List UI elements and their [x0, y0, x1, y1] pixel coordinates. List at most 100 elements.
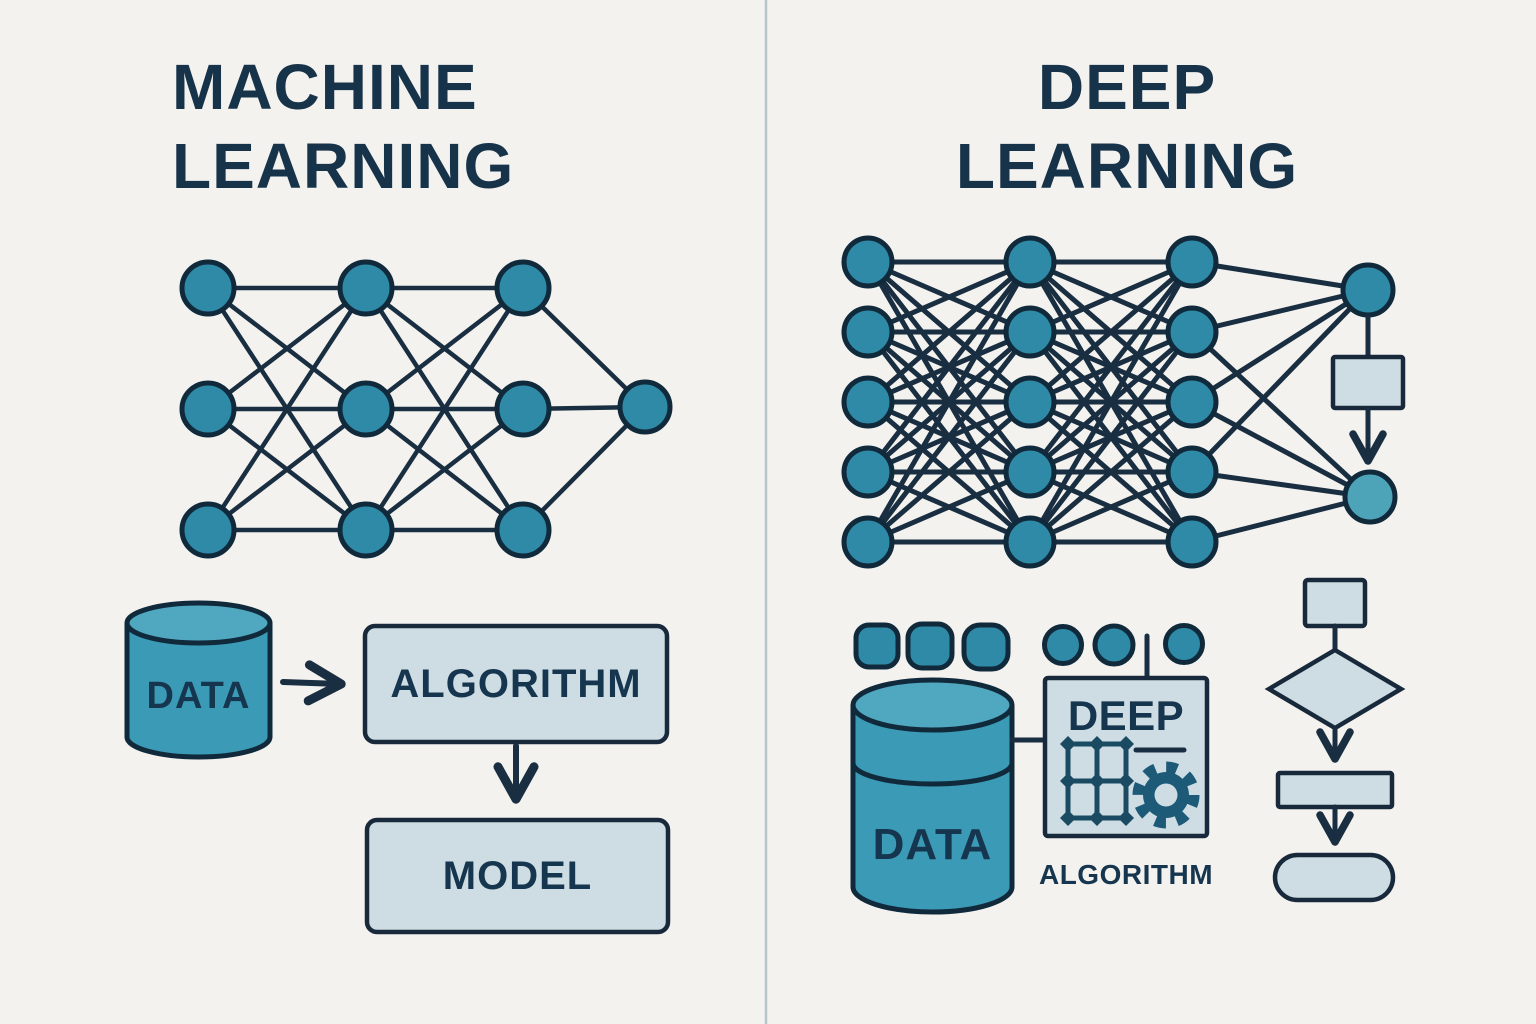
ml-arrow-data-to-algorithm — [280, 660, 346, 706]
network-edge — [1189, 287, 1371, 335]
ml-algorithm-box — [362, 623, 670, 745]
flowchart-diamond — [1264, 647, 1406, 731]
cylinder-seam — [850, 762, 1015, 787]
title-line-1: DEEP — [1037, 51, 1217, 123]
grid-node-diamond — [1060, 810, 1076, 826]
network-edge — [865, 259, 1033, 335]
network-edge — [1189, 259, 1371, 293]
network-edge — [1027, 469, 1195, 545]
network-node — [179, 380, 237, 438]
gear-icon — [1132, 761, 1200, 829]
network-edge — [865, 399, 1033, 545]
ml-model-box — [364, 817, 671, 935]
small-node-4 — [1042, 624, 1084, 666]
ml-data-label: DATA — [146, 674, 251, 717]
network-node — [1165, 515, 1219, 569]
dl-output-node-bottom — [1342, 469, 1398, 525]
network-edge — [1189, 329, 1373, 500]
network-edge — [1189, 399, 1373, 500]
network-edge — [1027, 259, 1195, 545]
dl-flowchart — [1264, 577, 1406, 903]
network-edge — [205, 406, 369, 533]
cylinder-body — [850, 705, 1015, 915]
network-node — [841, 515, 895, 569]
network-edge — [1189, 469, 1373, 500]
ml-network-nodes — [179, 259, 552, 559]
network-node — [1003, 305, 1057, 359]
dl-network-nodes — [841, 235, 1219, 569]
flowchart-pill — [1272, 852, 1396, 903]
ml-output-node — [617, 379, 673, 435]
grid-node-diamond — [1118, 810, 1134, 826]
network-edge — [363, 285, 526, 533]
network-edge — [363, 285, 526, 412]
dl-data-cylinder — [850, 677, 1015, 915]
small-node-3 — [961, 622, 1011, 672]
cylinder-top — [124, 600, 273, 646]
network-node — [494, 380, 552, 438]
network-edge — [865, 259, 1033, 545]
ml-data-cylinder — [124, 600, 273, 760]
network-node — [337, 501, 395, 559]
gear-hole — [1154, 783, 1178, 807]
network-edge — [1189, 287, 1371, 405]
network-grid-icon — [1060, 736, 1134, 826]
machine-learning-title: MACHINE LEARNING — [172, 48, 514, 206]
small-node-5 — [1092, 623, 1136, 667]
grid-node-diamond — [1089, 736, 1105, 752]
network-edge — [520, 404, 648, 533]
gear-teeth — [1132, 761, 1200, 829]
grid-node-diamond — [1118, 773, 1134, 789]
grid-node-diamond — [1089, 810, 1105, 826]
network-edge — [1027, 259, 1195, 405]
network-node — [1165, 445, 1219, 499]
network-node — [841, 445, 895, 499]
network-node — [494, 501, 552, 559]
flowchart-square — [1302, 577, 1368, 629]
network-node — [1165, 375, 1219, 429]
flowchart-rect — [1275, 770, 1395, 810]
deep-learning-title: DEEP LEARNING — [928, 48, 1326, 206]
network-edge — [865, 259, 1033, 405]
cylinder-body — [124, 623, 273, 760]
dl-deep-label: DEEP — [1067, 692, 1185, 739]
small-node-6 — [1163, 623, 1205, 665]
network-edge — [1189, 287, 1371, 475]
dl-small-nodes-row — [853, 621, 1205, 672]
network-edge — [205, 285, 369, 412]
network-edge — [1027, 329, 1195, 545]
dl-data-label: DATA — [872, 820, 993, 869]
ml-network-edges — [205, 285, 648, 533]
title-line-2: LEARNING — [172, 130, 515, 202]
grid-node-diamond — [1118, 736, 1134, 752]
network-edge — [865, 469, 1033, 545]
cylinder-top — [850, 677, 1015, 733]
grid-node-diamond — [1089, 773, 1105, 789]
dl-network-edges — [865, 259, 1373, 545]
network-edge — [1027, 399, 1195, 545]
dl-output-node-top — [1340, 262, 1396, 318]
network-edge — [865, 329, 1033, 545]
grid-node-diamond — [1060, 736, 1076, 752]
network-node — [1003, 375, 1057, 429]
network-node — [841, 305, 895, 359]
network-edge — [363, 406, 526, 533]
title-line-2: LEARNING — [955, 130, 1299, 202]
small-node-1 — [853, 622, 901, 670]
network-node — [1003, 445, 1057, 499]
network-node — [179, 501, 237, 559]
ml-model-label: MODEL — [442, 853, 593, 898]
network-edge — [1027, 259, 1195, 335]
network-node — [179, 259, 237, 317]
network-node — [1165, 235, 1219, 289]
title-line-1: MACHINE — [172, 51, 478, 123]
network-node — [841, 235, 895, 289]
network-edge — [205, 285, 369, 533]
network-edge — [1189, 494, 1373, 545]
network-edge — [1027, 259, 1195, 475]
dl-output-box — [1330, 354, 1406, 411]
network-node — [1003, 235, 1057, 289]
network-node — [337, 259, 395, 317]
small-node-2 — [905, 621, 955, 671]
